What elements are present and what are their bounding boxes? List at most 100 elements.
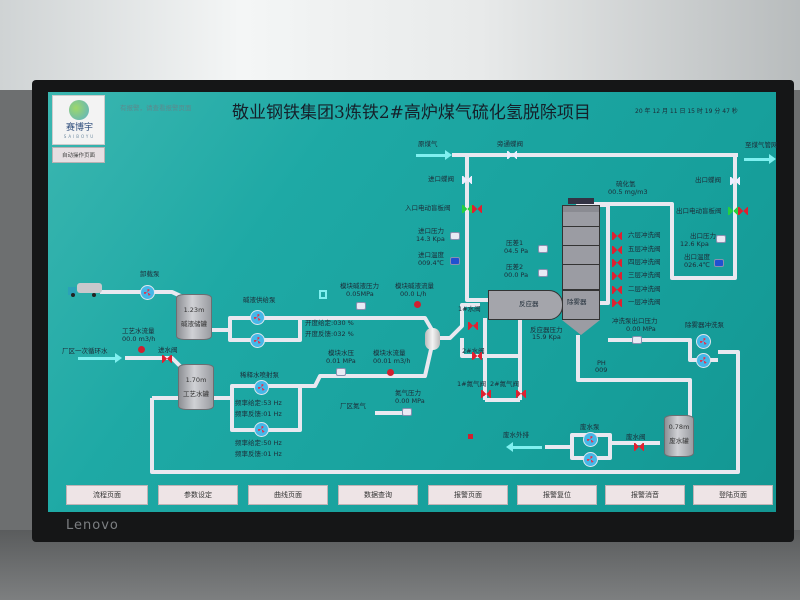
spray-pump-2[interactable] bbox=[254, 422, 269, 437]
flush-valve-6[interactable] bbox=[612, 232, 622, 240]
flush-valve-3-label: 三层冲洗阀 bbox=[628, 271, 661, 279]
inlet-pressure-label: 进口压力 bbox=[418, 227, 444, 235]
flush-valve-6-label: 六层冲洗阀 bbox=[628, 231, 661, 239]
unload-pump[interactable] bbox=[140, 285, 155, 300]
indicator-icon bbox=[468, 434, 473, 439]
flush-valve-4[interactable] bbox=[612, 259, 622, 267]
pump2-freq-feedback: 频率反馈:01 Hz bbox=[235, 450, 282, 458]
pump2-freq-set: 频率给定:50 Hz bbox=[235, 439, 282, 447]
alkali-supply-pump-2[interactable] bbox=[250, 333, 265, 348]
outlet-butterfly-label: 出口蝶阀 bbox=[695, 176, 721, 184]
h2s-value: 00.5 mg/m3 bbox=[608, 188, 648, 196]
nitrogen-valve-1[interactable] bbox=[481, 390, 491, 398]
alkali-level: 1.23m bbox=[183, 306, 205, 314]
wastewater-valve[interactable] bbox=[634, 443, 644, 451]
nav-login-page[interactable]: 登陆页面 bbox=[693, 485, 773, 505]
nav-process-page[interactable]: 流程页面 bbox=[66, 485, 148, 505]
alkali-mod-flow-value: 00.0 L/h bbox=[400, 290, 427, 298]
logo-sub-text: SAIBOYU bbox=[63, 134, 96, 139]
outlet-blind-valve-red[interactable] bbox=[738, 207, 748, 215]
process-water-tank: 1.70m 工艺水罐 bbox=[178, 364, 214, 410]
temperature-sensor-icon bbox=[450, 257, 460, 265]
outlet-temp-value: 026.4℃ bbox=[684, 261, 710, 269]
outlet-temp-label: 出口温度 bbox=[684, 253, 710, 261]
reactor-label: 反应器 bbox=[519, 300, 539, 308]
outlet-blind-label: 出口电动盲板阀 bbox=[676, 207, 722, 215]
flush-valve-1[interactable] bbox=[612, 299, 622, 307]
demister-flush-pump-2[interactable] bbox=[696, 353, 711, 368]
flush-valve-4-label: 四层冲洗阀 bbox=[628, 258, 661, 266]
nav-alarm-page[interactable]: 报警页面 bbox=[428, 485, 508, 505]
wastewater-pump-1[interactable] bbox=[583, 432, 598, 447]
reactor-pressure-label: 反应器压力 bbox=[530, 326, 563, 334]
outlet-pressure-label: 出口压力 bbox=[690, 232, 716, 240]
h2s-label: 硫化氢 bbox=[616, 180, 636, 188]
water-valve-2-label: 2#水阀 bbox=[462, 347, 485, 355]
dp2-label: 压差2 bbox=[506, 263, 524, 271]
nitrogen-valve-2-label: 2#氮气阀 bbox=[490, 380, 520, 388]
wastewater-discharge-label: 废水外排 bbox=[503, 431, 529, 439]
water-tank-label: 工艺水罐 bbox=[183, 389, 209, 398]
demister-label: 除雾器 bbox=[567, 298, 587, 306]
wastewater-level: 0.78m bbox=[668, 423, 690, 431]
water-valve-1[interactable] bbox=[468, 322, 478, 330]
flush-valve-1-label: 一层冲洗阀 bbox=[628, 298, 661, 306]
outlet-butterfly-valve[interactable] bbox=[730, 177, 740, 185]
discharge-arrow-icon bbox=[506, 442, 542, 452]
nav-alarm-mute[interactable]: 报警消音 bbox=[605, 485, 685, 505]
pressure-gauge-icon bbox=[632, 336, 642, 344]
pressure-gauge-icon bbox=[356, 302, 366, 310]
nav-alarm-reset[interactable]: 报警复位 bbox=[517, 485, 597, 505]
pump1-freq-feedback: 频率反馈:01 Hz bbox=[235, 410, 282, 418]
alkali-supply-pump-1[interactable] bbox=[250, 310, 265, 325]
water-mod-pressure-label: 模块水压 bbox=[328, 349, 354, 357]
nav-parameter-settings[interactable]: 参数设定 bbox=[158, 485, 238, 505]
wastewater-pump-2[interactable] bbox=[583, 452, 598, 467]
water-valve-1-label: 1#水阀 bbox=[458, 305, 481, 313]
nav-trend-page[interactable]: 曲线页面 bbox=[248, 485, 328, 505]
wastewater-pump-label: 废水泵 bbox=[580, 423, 600, 431]
inlet-blind-valve-red[interactable] bbox=[472, 205, 482, 213]
reactor-pressure-value: 15.9 Kpa bbox=[532, 333, 561, 341]
datetime: 20 年 12 月 11 日 15 时 19 分 47 秒 bbox=[635, 108, 738, 115]
inlet-butterfly-label: 进口蝶阀 bbox=[428, 175, 454, 183]
alkali-mod-pressure-value: 0.05MPa bbox=[346, 290, 374, 298]
outlet-gas-label: 至煤气管网 bbox=[745, 141, 778, 149]
logo-brand-text: 赛博宇 bbox=[65, 123, 93, 133]
auto-operation-button[interactable]: 自动操作页面 bbox=[52, 147, 105, 163]
inlet-butterfly-valve[interactable] bbox=[462, 176, 472, 184]
flush-pump-pressure-value: 0.00 MPa bbox=[626, 325, 656, 333]
temperature-sensor-icon bbox=[714, 259, 724, 267]
pressure-gauge-icon bbox=[450, 232, 460, 240]
inlet-blind-valve[interactable] bbox=[462, 205, 472, 213]
alkali-mod-flow-label: 模块碱液流量 bbox=[395, 282, 434, 290]
water-level: 1.70m bbox=[185, 376, 207, 384]
flush-valve-5[interactable] bbox=[612, 246, 622, 254]
pressure-gauge-icon bbox=[402, 408, 412, 416]
bypass-valve[interactable] bbox=[507, 151, 517, 159]
dp1-value: 04.5 Pa bbox=[504, 247, 529, 255]
water-flow-label: 工艺水流量 bbox=[122, 327, 155, 335]
wastewater-valve-label: 废水阀 bbox=[626, 433, 646, 441]
spray-pump-1[interactable] bbox=[254, 380, 269, 395]
demister-flush-pump-1[interactable] bbox=[696, 334, 711, 349]
water-mod-flow-value: 00.01 m3/h bbox=[373, 357, 411, 365]
water-flow-value: 00.0 m3/h bbox=[122, 335, 156, 343]
flowmeter-icon bbox=[138, 346, 145, 353]
outlet-arrow-icon bbox=[744, 154, 776, 164]
absorption-tower bbox=[562, 205, 600, 290]
control-valve-icon[interactable] bbox=[319, 290, 327, 299]
ph-label: PH bbox=[597, 359, 606, 367]
spray-pump-label: 稀释水喷射泵 bbox=[240, 371, 279, 379]
mixer-filter bbox=[425, 328, 440, 350]
dp-gauge-icon bbox=[538, 269, 548, 277]
flush-valve-3[interactable] bbox=[612, 272, 622, 280]
nitrogen-valve-2[interactable] bbox=[516, 390, 526, 398]
inlet-blind-label: 入口电动盲板阀 bbox=[405, 204, 451, 212]
outlet-blind-valve[interactable] bbox=[728, 207, 738, 215]
flush-valve-2[interactable] bbox=[612, 286, 622, 294]
flush-pump-pressure-label: 冲洗泵出口压力 bbox=[612, 317, 658, 325]
water-inlet-valve[interactable] bbox=[162, 355, 172, 363]
water-valve-2[interactable] bbox=[472, 352, 482, 360]
nav-data-query[interactable]: 数据查询 bbox=[338, 485, 418, 505]
